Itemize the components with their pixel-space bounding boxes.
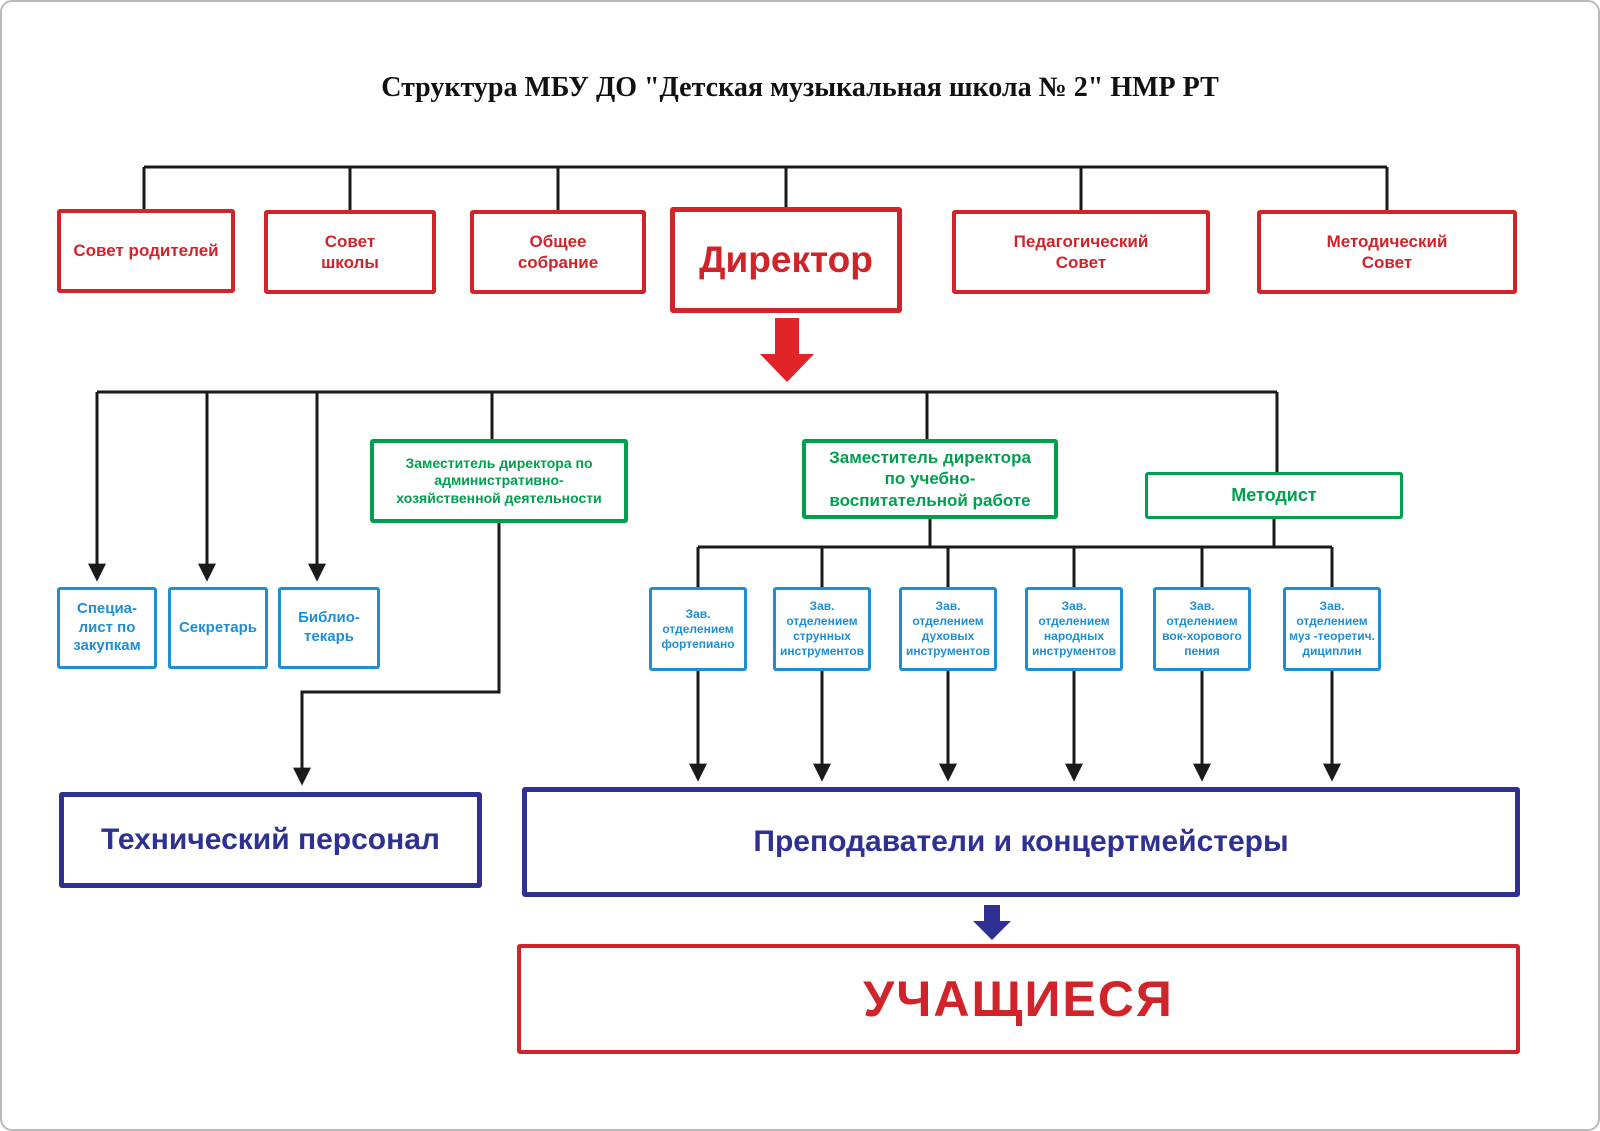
node-label: Методист <box>1231 485 1317 506</box>
node-label: Зав. отделением народных инструментов <box>1031 599 1117 658</box>
org-node-dept-head-folk: Зав. отделением народных инструментов <box>1025 587 1123 671</box>
node-label: Зав. отделением муз -теоретич. дициплин <box>1289 599 1375 658</box>
page-title: Структура МБУ ДО "Детская музыкальная шк… <box>381 72 1219 103</box>
students-flow-arrow <box>973 905 1011 940</box>
org-node-dept-head-strings: Зав. отделением струнных инструментов <box>773 587 871 671</box>
node-label: Зав. отделением вок-хорового пения <box>1162 599 1242 658</box>
node-label: Общее собрание <box>517 231 599 272</box>
director-flow-arrow <box>760 318 814 382</box>
node-label: Технический персонал <box>101 823 440 857</box>
org-node-methodical-council: Методический Совет <box>1257 210 1517 294</box>
node-label: Зав. отделением фортепиано <box>661 606 735 651</box>
node-label: Совет родителей <box>73 241 219 261</box>
node-label: Секретарь <box>178 618 258 636</box>
org-node-director: Директор <box>670 207 902 313</box>
org-node-general-meeting: Общее собрание <box>470 210 646 294</box>
org-node-deputy-education: Заместитель директора по учебно- воспита… <box>802 439 1058 519</box>
org-node-secretary: Секретарь <box>168 587 268 669</box>
org-node-technical-staff: Технический персонал <box>59 792 482 888</box>
org-node-students: УЧАЩИЕСЯ <box>517 944 1520 1054</box>
org-node-dept-head-piano: Зав. отделением фортепиано <box>649 587 747 671</box>
node-label: Зав. отделением духовых инструментов <box>905 599 991 658</box>
org-node-teachers: Преподаватели и концертмейстеры <box>522 787 1520 897</box>
org-node-procurement-specialist: Специа- лист по закупкам <box>57 587 157 669</box>
org-node-deputy-admin: Заместитель директора по административно… <box>370 439 628 523</box>
node-label: Специа- лист по закупкам <box>73 599 141 655</box>
node-label: Заместитель директора по учебно- воспита… <box>829 448 1031 510</box>
org-node-dept-head-music-theory: Зав. отделением муз -теоретич. дициплин <box>1283 587 1381 671</box>
org-node-dept-head-vocal-choir: Зав. отделением вок-хорового пения <box>1153 587 1251 671</box>
node-label: Совет школы <box>321 231 379 272</box>
node-label: Педагогический Совет <box>1013 231 1149 272</box>
node-label: Зав. отделением струнных инструментов <box>779 599 865 658</box>
org-node-methodist: Методист <box>1145 472 1403 519</box>
org-node-school-council: Совет школы <box>264 210 436 294</box>
node-label: Заместитель директора по административно… <box>396 454 602 506</box>
node-label: Преподаватели и концертмейстеры <box>753 825 1289 859</box>
org-node-pedagogical-council: Педагогический Совет <box>952 210 1210 294</box>
org-node-dept-head-winds: Зав. отделением духовых инструментов <box>899 587 997 671</box>
node-label: УЧАЩИЕСЯ <box>863 970 1174 1027</box>
node-label: Методический Совет <box>1326 231 1448 272</box>
org-node-parents-council: Совет родителей <box>57 209 235 293</box>
node-label: Библио- текарь <box>298 609 360 645</box>
org-node-librarian: Библио- текарь <box>278 587 380 669</box>
node-label: Директор <box>699 238 873 280</box>
